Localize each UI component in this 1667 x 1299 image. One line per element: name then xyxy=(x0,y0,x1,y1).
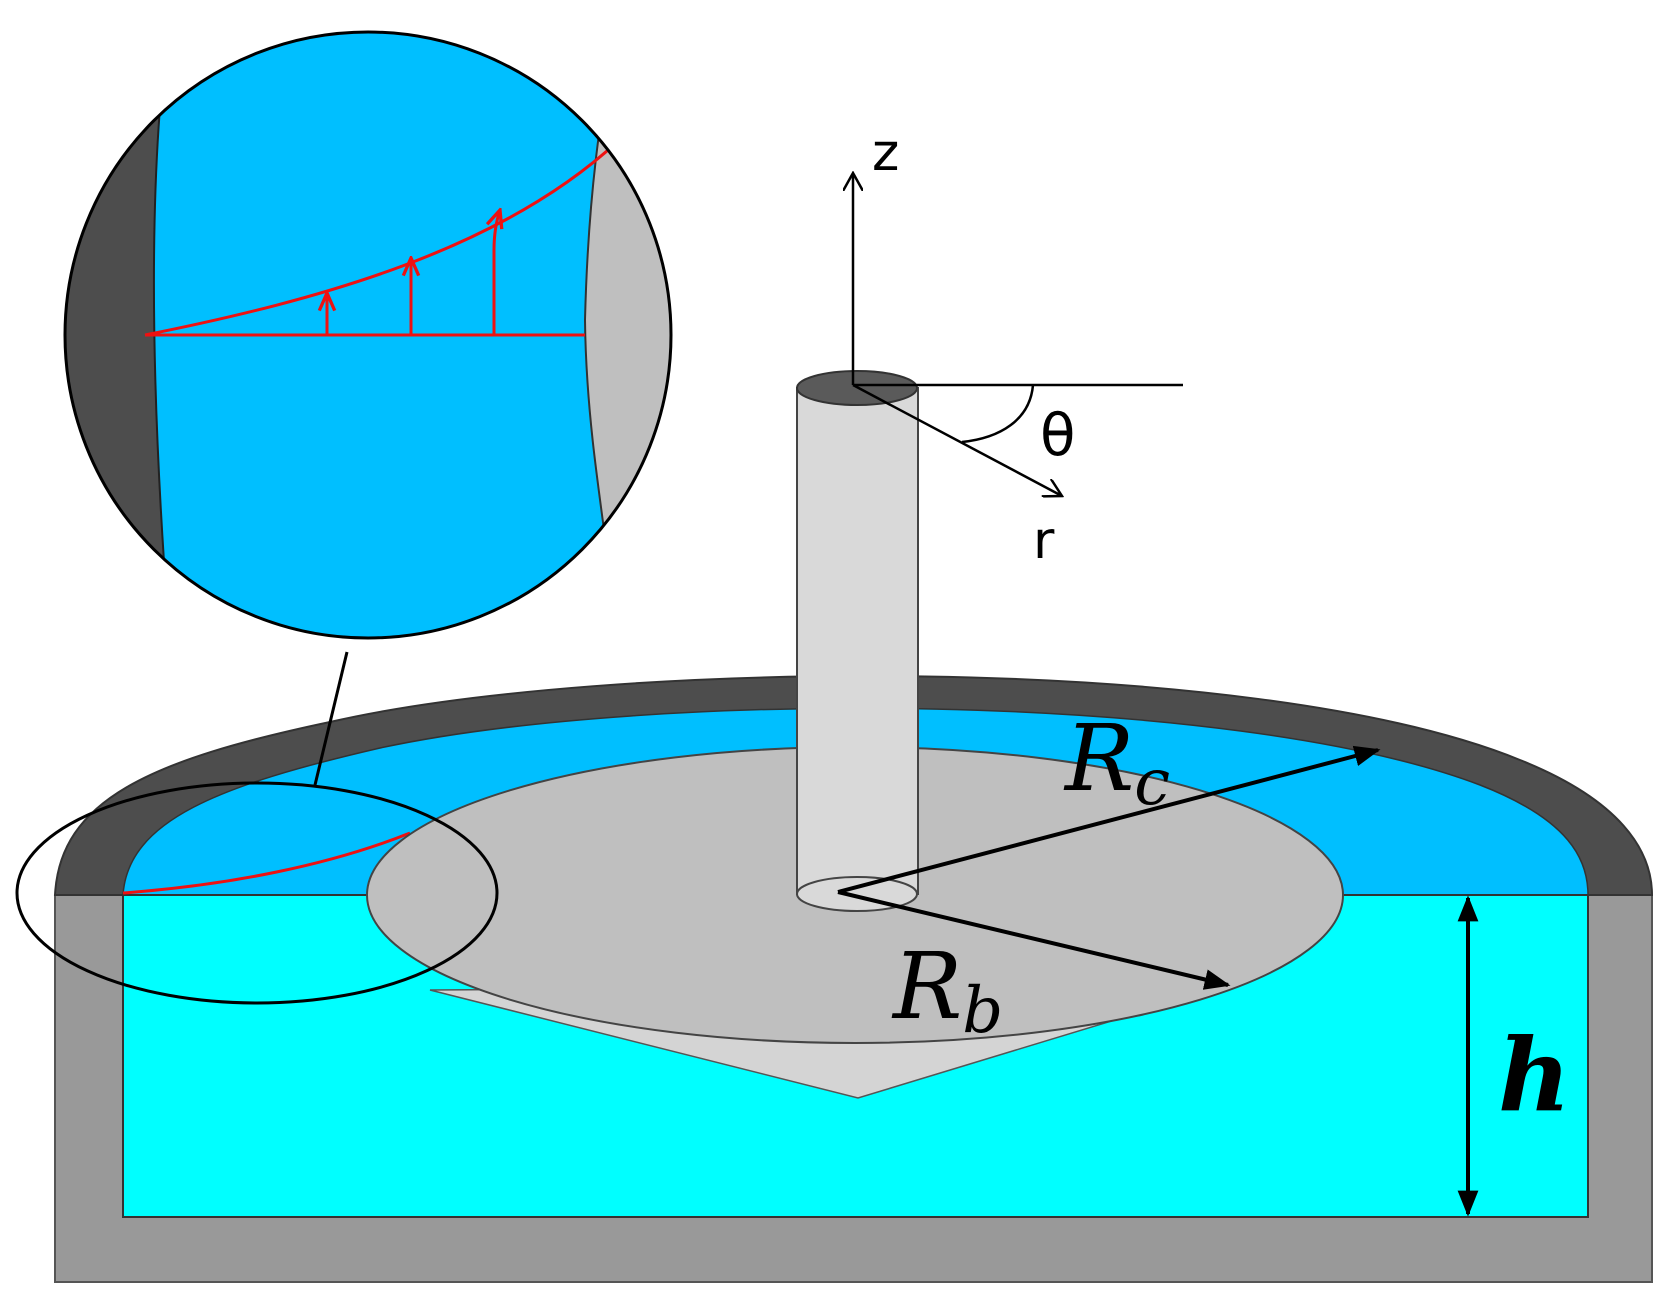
rb-label: Rb xyxy=(891,933,1003,1048)
r-axis-arrow xyxy=(852,383,1062,496)
zoom-inset xyxy=(63,30,673,640)
rc-label: Rc xyxy=(1063,705,1170,820)
radius-rc-arrow xyxy=(837,745,1381,894)
radius-rb-arrow xyxy=(837,890,1231,990)
inset-velocity-arrow-3 xyxy=(494,210,500,335)
zoom-region-ellipse xyxy=(15,781,499,1005)
free-surface-line xyxy=(122,831,411,895)
z-axis-label: z xyxy=(872,123,899,183)
r-axis-label: r xyxy=(1033,511,1055,571)
coordinate-axes xyxy=(853,173,1183,496)
inset-disk-edge xyxy=(583,32,671,638)
theta-angle-arc xyxy=(961,384,1035,444)
zoom-connector-line xyxy=(313,651,349,786)
h-label: h xyxy=(1498,1016,1571,1134)
theta-label: θ xyxy=(1040,401,1076,469)
shaft xyxy=(796,370,919,912)
